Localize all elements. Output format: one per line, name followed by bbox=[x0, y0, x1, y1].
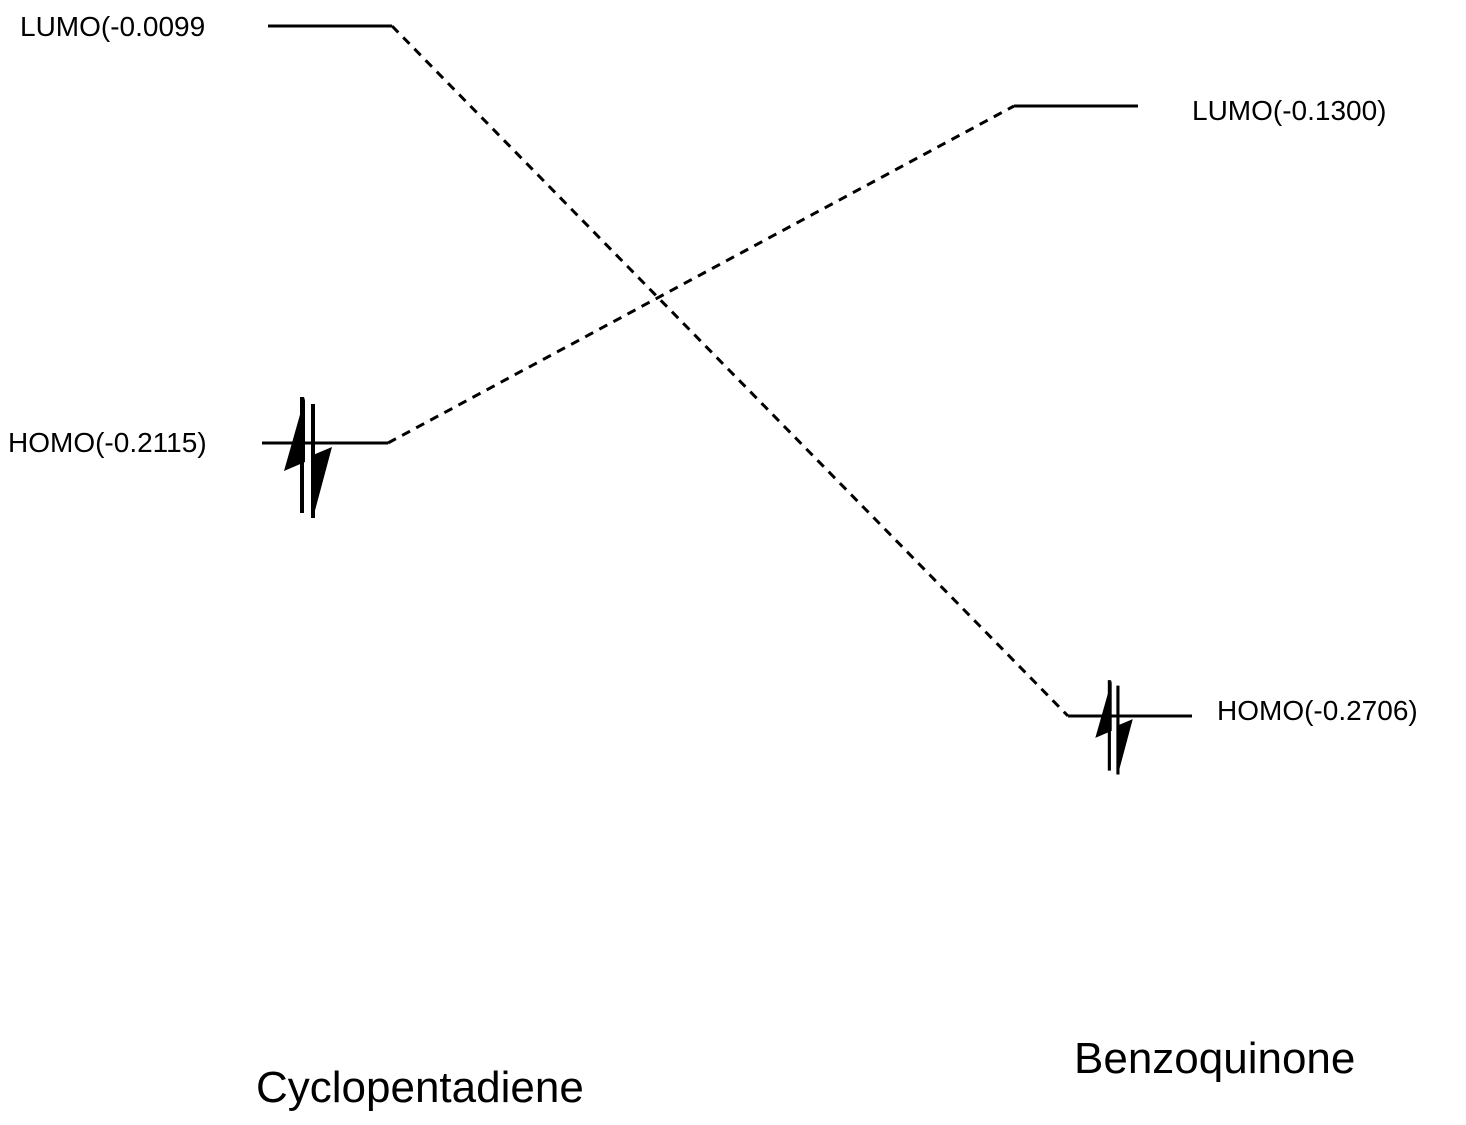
interaction-line-cp-homo-bq-lumo bbox=[387, 104, 1015, 445]
electron-pair-icon bbox=[1093, 678, 1135, 777]
interaction-line-cp-lumo-bq-homo bbox=[390, 24, 1070, 718]
cyclopentadiene-title: Cyclopentadiene bbox=[256, 1063, 584, 1112]
electron-pair-icon bbox=[282, 395, 334, 520]
cyclopentadiene-lumo-label: LUMO(-0.0099 bbox=[20, 11, 205, 42]
benzoquinone-homo-label: HOMO(-0.2706) bbox=[1217, 695, 1418, 726]
benzoquinone-title: Benzoquinone bbox=[1074, 1034, 1355, 1083]
benzoquinone-lumo-label: LUMO(-0.1300) bbox=[1192, 95, 1387, 126]
cyclopentadiene-homo-label: HOMO(-0.2115) bbox=[8, 427, 207, 458]
